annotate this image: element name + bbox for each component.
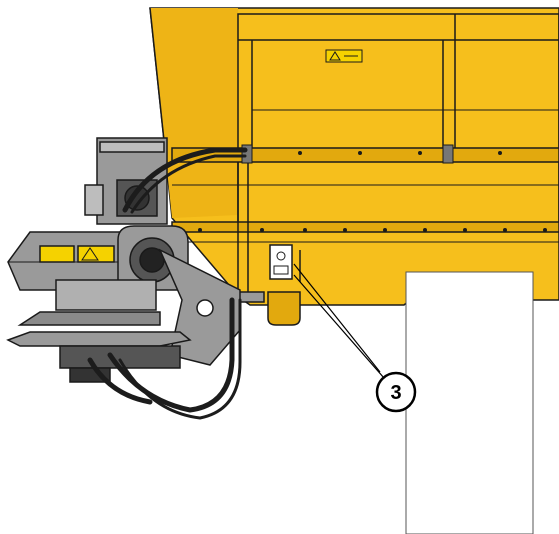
callout-3: 3 [375,371,417,413]
panel-frame [171,13,559,300]
greasing-point-decal-icon [269,244,301,282]
bottom-bracket [237,291,301,326]
callout-3-label: 3 [390,382,401,404]
hydraulic-hoses [87,147,248,420]
reference-panel [405,271,534,534]
rivet-row [198,151,547,232]
spreader-platform [7,231,131,291]
warning-decal-icon [325,49,363,63]
rail-clamps [241,144,454,164]
callout-leaders [293,263,385,379]
